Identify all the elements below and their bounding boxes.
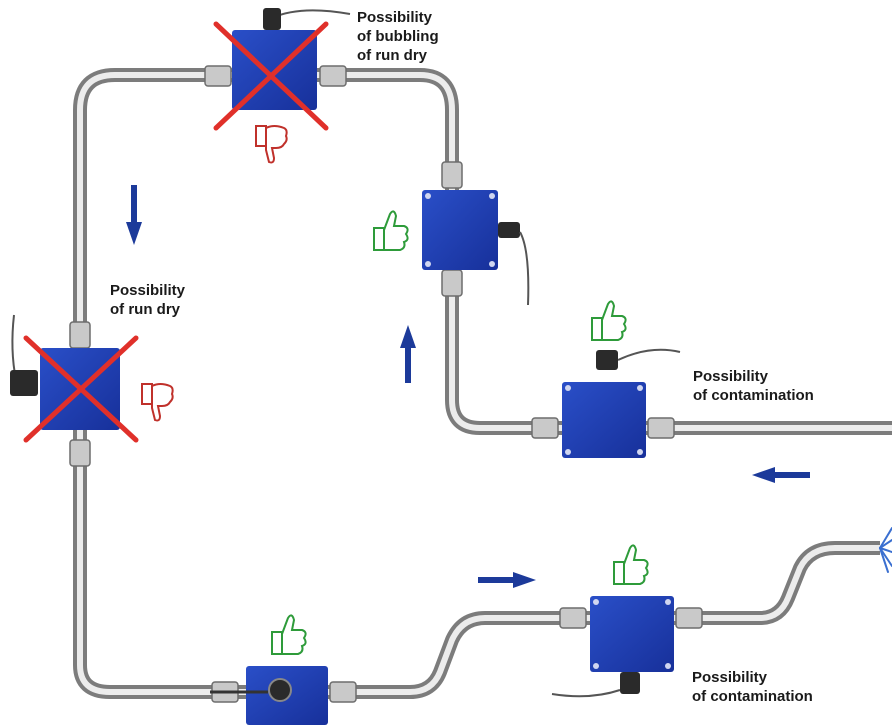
sensor-left-vertical xyxy=(10,314,139,443)
label-top-line-3: of run dry xyxy=(357,47,427,64)
thumbs-down-icon xyxy=(141,383,174,422)
sensor-bottom-left xyxy=(210,666,328,725)
label-right-bottom: Possibility of contamination xyxy=(692,668,813,706)
sensor-bottom-right xyxy=(551,596,674,698)
pipe-loop xyxy=(73,68,892,435)
label-left-line-1: Possibility xyxy=(110,282,186,299)
sensor-top xyxy=(213,8,351,131)
flow-arrows xyxy=(126,185,810,588)
thumbs-up-icon xyxy=(271,614,307,655)
sensor-right-horizontal xyxy=(562,348,681,458)
cross-icon xyxy=(23,335,139,443)
spray-icon xyxy=(879,527,892,573)
label-left: Possibility of run dry xyxy=(110,281,185,319)
label-top-line-2: of bubbling xyxy=(357,28,439,45)
label-right-mid: Possibility of contamination xyxy=(693,367,814,405)
label-top: Possibility of bubbling of run dry xyxy=(357,8,439,65)
thumbs-up-icon xyxy=(613,544,649,585)
label-top-line-1: Possibility xyxy=(357,9,433,26)
arrow-up-icon xyxy=(400,325,416,383)
label-right-mid-line-1: Possibility xyxy=(693,368,769,385)
thumbs-up-icon xyxy=(591,300,627,341)
arrow-left-icon xyxy=(752,467,810,483)
cross-icon xyxy=(213,21,329,131)
label-right-mid-line-2: of contamination xyxy=(693,387,814,404)
thumbs-up-icon xyxy=(373,210,409,251)
label-left-line-2: of run dry xyxy=(110,301,180,318)
label-right-bottom-line-2: of contamination xyxy=(692,688,813,705)
sensor-right-vertical xyxy=(422,190,530,306)
label-right-bottom-line-1: Possibility xyxy=(692,669,768,686)
arrow-right-icon xyxy=(478,572,536,588)
thumbs-down-icon xyxy=(255,125,288,164)
fittings xyxy=(69,65,703,703)
pipe-bottom xyxy=(73,400,880,699)
arrow-down-icon xyxy=(126,185,142,245)
